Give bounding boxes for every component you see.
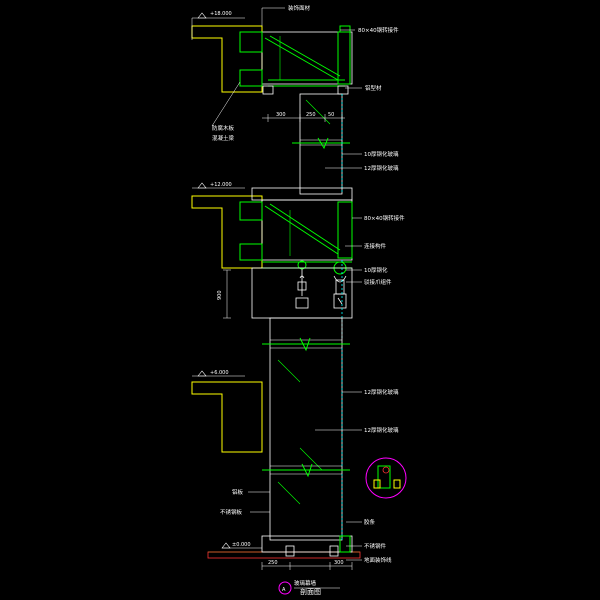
spider-fitting-right bbox=[333, 261, 347, 309]
label-mid-1: 80×40钢转接件 bbox=[364, 214, 405, 222]
middle-annotations: 80×40钢转接件 连接构件 10厚钢化 驳接爪组件 bbox=[345, 214, 405, 286]
label-mid-4: 驳接爪组件 bbox=[364, 278, 392, 286]
top-frame bbox=[239, 25, 353, 95]
label-top-2: 80×40钢转接件 bbox=[358, 26, 399, 34]
label-bot-2: 不锈钢板 bbox=[220, 508, 243, 516]
label-bot-4: 不锈钢件 bbox=[364, 542, 387, 550]
top-slab bbox=[191, 18, 263, 93]
middle-dimension: 900 bbox=[217, 269, 231, 319]
dim-1-text: 300 bbox=[276, 112, 286, 118]
label-low-2: 12厚钢化玻璃 bbox=[364, 426, 399, 434]
top-annotations: 装饰面材 80×40钢转接件 铝型材 防腐木板 混凝土梁 10厚钢化玻璃 12厚… bbox=[211, 4, 399, 172]
detail-callout bbox=[365, 457, 407, 499]
label-bot-3: 胶条 bbox=[364, 518, 376, 526]
dim-2-text: 250 bbox=[306, 112, 316, 118]
title-subtitle: 玻璃幕墙 bbox=[294, 579, 317, 587]
label-top-4: 防腐木板 bbox=[212, 124, 235, 132]
dim-4-text: 900 bbox=[217, 290, 223, 300]
level-middle-text: +12.000 bbox=[210, 182, 232, 188]
bottom-frame bbox=[261, 535, 353, 557]
level-top-text: +18.000 bbox=[210, 11, 232, 17]
dim-3-text: 50 bbox=[328, 112, 334, 118]
title-name: 剖面图 bbox=[300, 587, 321, 596]
label-top-1: 装饰面材 bbox=[288, 4, 311, 12]
label-low-1: 12厚钢化玻璃 bbox=[364, 388, 399, 396]
title-block: A 玻璃幕墙 剖面图 bbox=[278, 579, 340, 596]
level-mark-top: +18.000 bbox=[192, 11, 245, 19]
dim-5-text: 250 bbox=[268, 560, 278, 566]
spider-fitting-left bbox=[295, 260, 309, 309]
level-mark-middle: +12.000 bbox=[192, 182, 245, 189]
dim-6-text: 300 bbox=[334, 560, 344, 566]
title-marker: A bbox=[282, 587, 286, 593]
lower-slab bbox=[191, 381, 263, 453]
label-top-3: 铝型材 bbox=[365, 84, 382, 92]
level-mark-ground: ±0.000 bbox=[221, 542, 262, 549]
label-bot-5: 地面装饰线 bbox=[364, 556, 392, 564]
label-top-5: 混凝土梁 bbox=[212, 134, 235, 142]
label-mid-2: 连接构件 bbox=[364, 242, 387, 250]
label-bot-1: 铝板 bbox=[232, 488, 244, 496]
middle-slab bbox=[191, 195, 263, 269]
label-top-8: 12厚钢化玻璃 bbox=[364, 164, 399, 172]
label-top-7: 10厚钢化玻璃 bbox=[364, 150, 399, 158]
level-lower-text: +6.000 bbox=[210, 370, 229, 376]
bottom-annotations: 铝板 不锈钢板 胶条 不锈钢件 地面装饰线 bbox=[220, 488, 392, 564]
level-ground-text: ±0.000 bbox=[232, 542, 251, 548]
top-dimension: 300 250 50 bbox=[262, 112, 345, 122]
lower-glass-panel bbox=[262, 317, 350, 541]
top-glass-panel bbox=[292, 93, 350, 195]
bottom-dimension: 250 300 bbox=[261, 560, 353, 570]
lower-annotations: 12厚钢化玻璃 12厚钢化玻璃 bbox=[315, 388, 399, 434]
label-mid-3: 10厚钢化 bbox=[364, 266, 388, 274]
level-mark-lower: +6.000 bbox=[192, 370, 245, 377]
ground-line bbox=[207, 551, 361, 559]
middle-frame bbox=[239, 187, 353, 269]
